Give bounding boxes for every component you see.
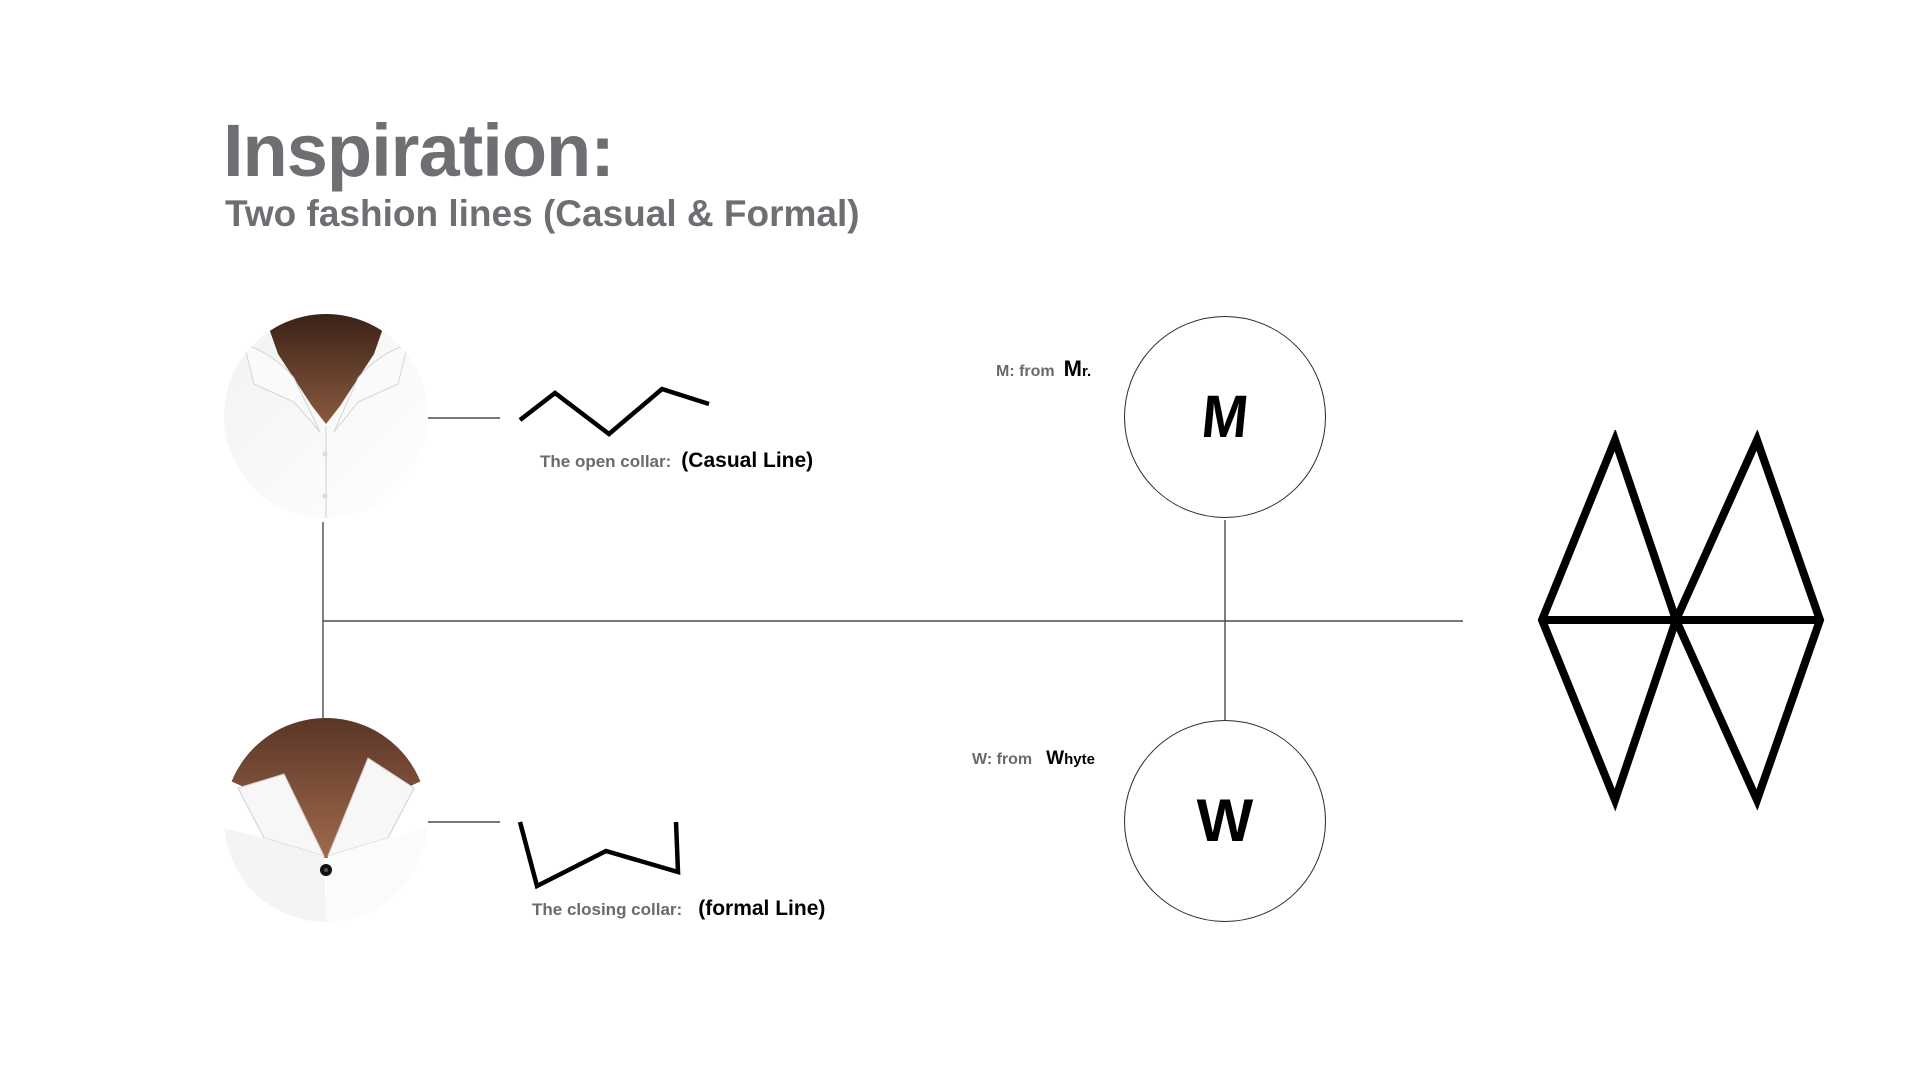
m-origin-prefix: M: from xyxy=(996,363,1055,380)
m-origin-word: Mr. xyxy=(1064,356,1092,382)
m-origin-word-cap: M xyxy=(1063,356,1082,381)
open-collar-label: The open collar: xyxy=(540,452,672,471)
w-origin-note: W: from Whyte xyxy=(972,748,1095,770)
m-origin-word-rest: r. xyxy=(1081,363,1092,380)
slide-subtitle: Two fashion lines (Casual & Formal) xyxy=(225,193,860,234)
w-letter-circle: W xyxy=(1124,720,1326,922)
w-origin-word-cap: W xyxy=(1046,748,1065,769)
closing-collar-photo xyxy=(224,718,428,922)
open-collar-caption: The open collar: (Casual Line) xyxy=(540,449,813,473)
casual-line-label: (Casual Line) xyxy=(681,449,814,472)
w-origin-word: Whyte xyxy=(1046,748,1095,770)
w-letter: W xyxy=(1196,787,1254,854)
mw-diamond-logo-icon xyxy=(1537,430,1825,812)
closing-collar-zigzag-icon xyxy=(517,821,681,890)
closing-collar-caption: The closing collar: (formal Line) xyxy=(532,897,825,921)
m-letter-circle: M xyxy=(1124,316,1326,518)
formal-line-label: (formal Line) xyxy=(698,897,826,920)
slide-title: Inspiration: xyxy=(223,109,615,192)
open-collar-photo xyxy=(224,314,428,518)
closing-collar-label: The closing collar: xyxy=(532,900,683,919)
w-origin-word-rest: hyte xyxy=(1064,751,1095,768)
open-collar-zigzag-icon xyxy=(518,386,710,437)
m-origin-note: M: from Mr. xyxy=(996,356,1091,382)
m-letter: M xyxy=(1198,383,1252,450)
w-origin-prefix: W: from xyxy=(972,751,1033,768)
